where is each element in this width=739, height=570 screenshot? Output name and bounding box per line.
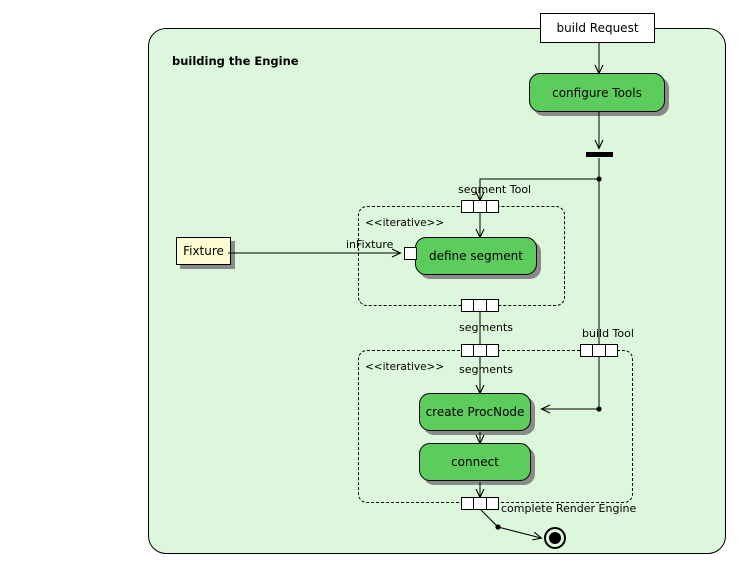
action-define-segment-label: define segment xyxy=(429,249,523,263)
action-create-procnode-label: create ProcNode xyxy=(425,405,525,419)
action-configure-tools[interactable]: configure Tools xyxy=(529,73,665,112)
pin-label-build-tool: build Tool xyxy=(582,327,634,340)
pin-label-in-fixture: inFixture xyxy=(346,238,394,251)
object-node-build-request-label: build Request xyxy=(556,21,639,35)
activity-final-node-icon xyxy=(544,527,566,549)
expansion-node-build-tool[interactable] xyxy=(580,344,618,357)
pin-label-segments-in: segments xyxy=(459,363,513,376)
expansion-node-complete-render-engine[interactable] xyxy=(461,497,499,510)
object-node-build-request[interactable]: build Request xyxy=(540,13,655,43)
pin-label-segments-out: segments xyxy=(459,321,513,334)
action-connect-label: connect xyxy=(451,455,499,469)
action-configure-tools-label: configure Tools xyxy=(552,85,642,100)
action-define-segment[interactable]: define segment xyxy=(415,237,537,275)
expansion-node-segments-in[interactable] xyxy=(461,344,499,357)
expansion-node-segment-tool[interactable] xyxy=(461,200,499,213)
fork-bar-icon xyxy=(586,152,613,157)
action-connect[interactable]: connect xyxy=(419,443,531,481)
region-build-procnodes-stereotype: <<iterative>> xyxy=(365,361,445,373)
expansion-node-segments-out[interactable] xyxy=(461,299,499,312)
datastore-node-fixture-label: Fixture xyxy=(183,244,224,258)
action-create-procnode[interactable]: create ProcNode xyxy=(419,393,531,431)
activity-frame-title: building the Engine xyxy=(172,54,299,68)
pin-label-complete-render-engine: complete Render Engine xyxy=(501,502,637,515)
region-define-segment-stereotype: <<iterative>> xyxy=(365,217,445,229)
datastore-node-fixture[interactable]: Fixture xyxy=(176,237,231,265)
pin-label-segment-tool: segment Tool xyxy=(458,183,532,196)
input-pin-in-fixture[interactable] xyxy=(404,247,417,260)
